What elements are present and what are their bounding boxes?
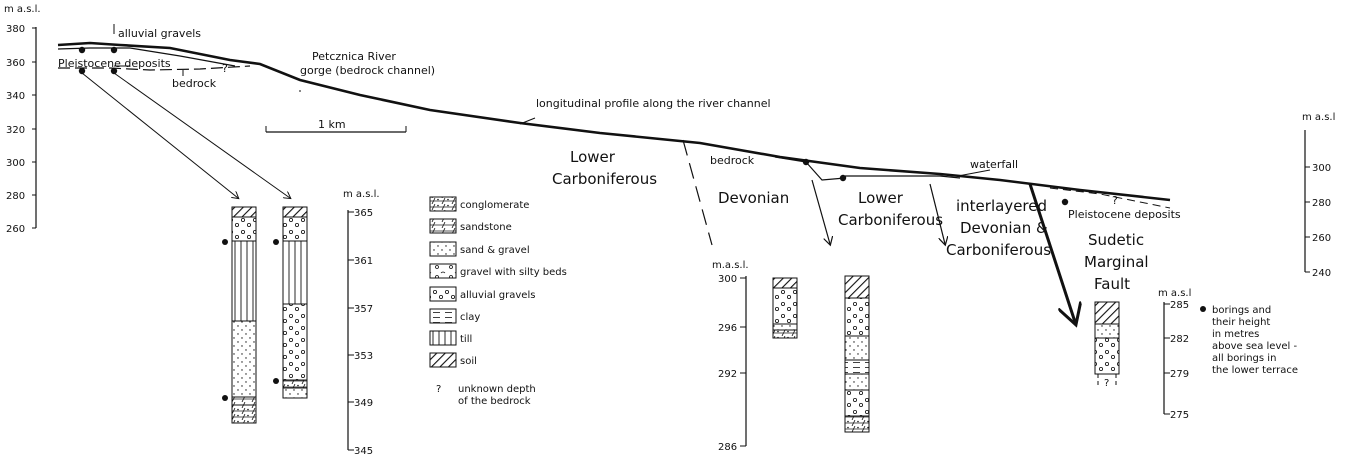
legend-item: gravel with silty beds (460, 267, 567, 278)
river-profile (57, 41, 1171, 209)
scale-mid: m.a.s.l. 300 296 292 286 (712, 260, 749, 453)
sudetic-label-c: Fault (1094, 275, 1130, 293)
legend-unknown-2: of the bedrock (458, 396, 531, 407)
tick-label: 320 (6, 125, 25, 136)
boring-symbol (1200, 306, 1206, 312)
tick-label: 380 (6, 24, 25, 35)
legend (429, 196, 457, 368)
sudetic-label-b: Marginal (1084, 253, 1149, 271)
tick-label: 285 (1170, 300, 1189, 311)
left-axis-unit: m a.s.l. (4, 4, 41, 15)
profile-label: longitudinal profile along the river cha… (536, 97, 771, 110)
tick-label: 280 (6, 191, 25, 202)
tick-label: 300 (1312, 163, 1331, 174)
legend-item: sandstone (460, 222, 512, 233)
legend-unknown-q: ? (436, 384, 441, 395)
scale-bar: 1 km (265, 118, 407, 133)
tick-label: 300 (6, 158, 25, 169)
right-axis-unit: m a.s.l (1302, 112, 1335, 123)
legend-item: till (460, 334, 472, 345)
scale-bar-label: 1 km (318, 118, 346, 131)
tick-label: 349 (354, 398, 373, 409)
tick-label: 240 (1312, 268, 1331, 279)
question-mark: ? (1112, 194, 1118, 207)
boring-arrows (81, 24, 301, 198)
legend-item: sand & gravel (460, 245, 530, 256)
boring-column-4 (844, 275, 870, 433)
borings-note-line: borings and (1212, 305, 1271, 316)
borings-note-line: the lower terrace (1212, 365, 1298, 376)
sudetic-label-a: Sudetic (1088, 231, 1144, 249)
pleistocene-right-label: Pleistocene deposits (1068, 208, 1181, 221)
tick-label: 300 (718, 274, 737, 285)
bedrock-right-label: bedrock (710, 154, 755, 167)
tick-label: 260 (1312, 233, 1331, 244)
waterfall-label: waterfall (970, 158, 1018, 171)
boring-column-2 (282, 206, 308, 399)
fault-line (1028, 183, 1075, 322)
boring-column-3 (772, 277, 798, 339)
legend-item: clay (460, 312, 480, 323)
borings-note-line: all borings in (1212, 353, 1276, 364)
question-mark: ? (1104, 378, 1109, 389)
right-elevation-axis: m a.s.l 300 280 260 240 (1302, 112, 1335, 279)
bedrock-label: bedrock (172, 77, 217, 90)
tick-label: 357 (354, 304, 373, 315)
scale-right-unit: m a.s.l (1158, 288, 1191, 299)
scale-left: m a.s.l. 365 361 357 353 349 345 (343, 189, 380, 457)
tick-label: 275 (1170, 410, 1189, 421)
tick-label: 279 (1170, 369, 1189, 380)
tick-label: 280 (1312, 198, 1331, 209)
tick-label: 365 (354, 208, 373, 219)
borings-on-profile (78, 46, 1069, 206)
boring-column-1 (231, 206, 257, 424)
boring-column-5 (1094, 301, 1120, 388)
interlayered-label-a: interlayered (956, 197, 1047, 215)
tick-label: 360 (6, 58, 25, 69)
borings-note-line: in metres (1212, 329, 1259, 340)
devonian-label: Devonian (718, 189, 789, 207)
legend-item: alluvial gravels (460, 290, 535, 301)
borings-note-line: above sea level - (1212, 341, 1297, 352)
lower-carboniferous-label-1b: Carboniferous (552, 170, 657, 188)
legend-item: conglomerate (460, 200, 529, 211)
scale-mid-unit: m.a.s.l. (712, 260, 749, 271)
tick-label: 292 (718, 369, 737, 380)
tick-label: 260 (6, 224, 25, 235)
scale-left-unit: m a.s.l. (343, 189, 380, 200)
boring-markers-left (222, 239, 279, 401)
gorge-label-line2: gorge (bedrock channel) (300, 64, 435, 77)
tick-label: 286 (718, 442, 737, 453)
tick-label: 345 (354, 446, 373, 457)
tick-label: 282 (1170, 334, 1189, 345)
left-elevation-axis: m a.s.l. 380 360 340 320 300 280 260 (4, 4, 41, 235)
legend-item: soil (460, 356, 477, 367)
pleistocene-deposits-label: Pleistocene deposits (58, 57, 171, 70)
alluvial-gravels-label: alluvial gravels (118, 27, 201, 40)
gorge-label-line1: Petcznica River (312, 50, 396, 63)
tick-label: 340 (6, 91, 25, 102)
lower-carboniferous-label-2b: Carboniferous (838, 211, 943, 229)
lower-carboniferous-label-1a: Lower (570, 148, 616, 166)
tick-label: 361 (354, 256, 373, 267)
tick-label: 353 (354, 351, 373, 362)
question-mark: ? (222, 62, 228, 75)
interlayered-label-c: Carboniferous (946, 241, 1051, 259)
legend-unknown-1: unknown depth (458, 384, 536, 395)
tick-label: 296 (718, 323, 737, 334)
borings-note-line: their height (1212, 317, 1270, 328)
lower-carboniferous-label-2a: Lower (858, 189, 904, 207)
formation-boundary (682, 139, 713, 246)
scale-right: m a.s.l 285 282 279 275 (1158, 288, 1191, 421)
interlayered-label-b: Devonian & (960, 219, 1048, 237)
